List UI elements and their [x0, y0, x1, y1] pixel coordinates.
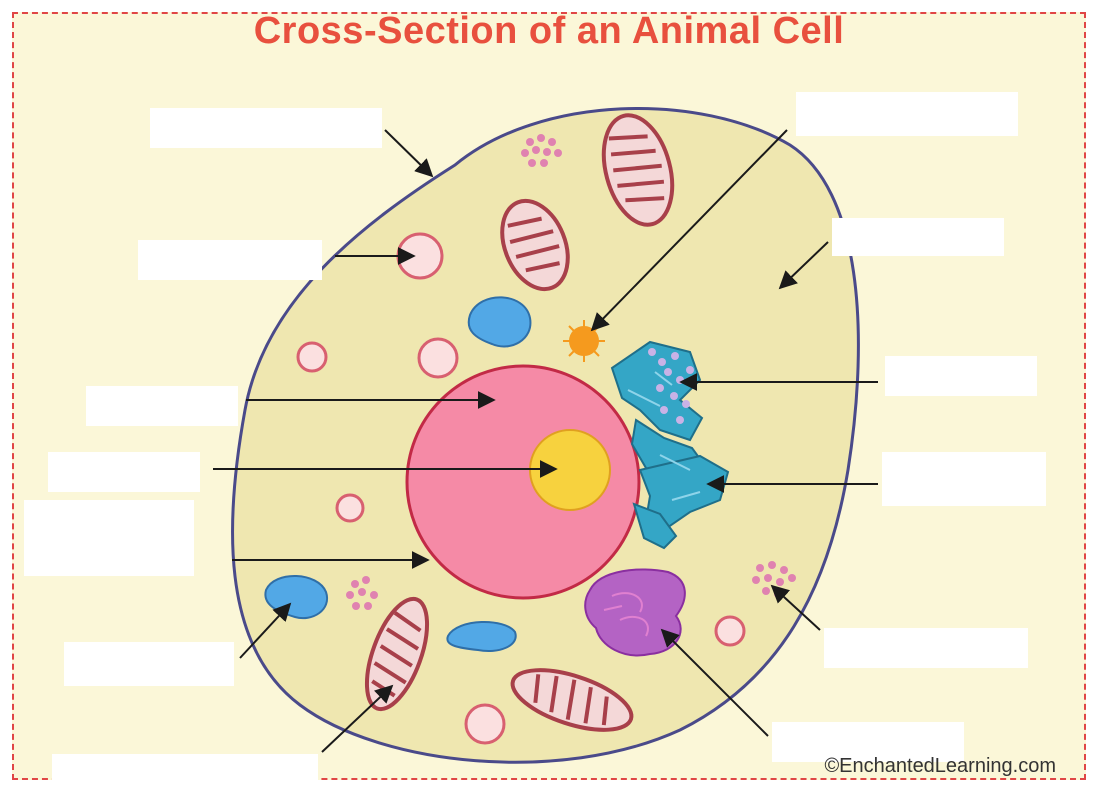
arrow-cell-membrane: [385, 130, 432, 176]
label-centrosome[interactable]: [796, 92, 1018, 136]
label-rough-er[interactable]: [885, 356, 1037, 396]
label-vacuole[interactable]: [64, 642, 234, 686]
label-nuclear-membrane[interactable]: [24, 500, 194, 576]
label-nucleolus[interactable]: [48, 452, 200, 492]
label-cytoplasm[interactable]: [832, 218, 1004, 256]
copyright-credit: ©EnchantedLearning.com: [824, 755, 1056, 778]
centrosome: [563, 320, 605, 362]
vacuole: [447, 622, 515, 651]
label-cell-membrane[interactable]: [150, 108, 382, 148]
label-ribosomes[interactable]: [824, 628, 1028, 668]
label-lysosome[interactable]: [138, 240, 322, 280]
label-smooth-er[interactable]: [882, 452, 1046, 506]
label-nucleus[interactable]: [86, 386, 238, 426]
label-mitochondrion[interactable]: [52, 754, 318, 790]
